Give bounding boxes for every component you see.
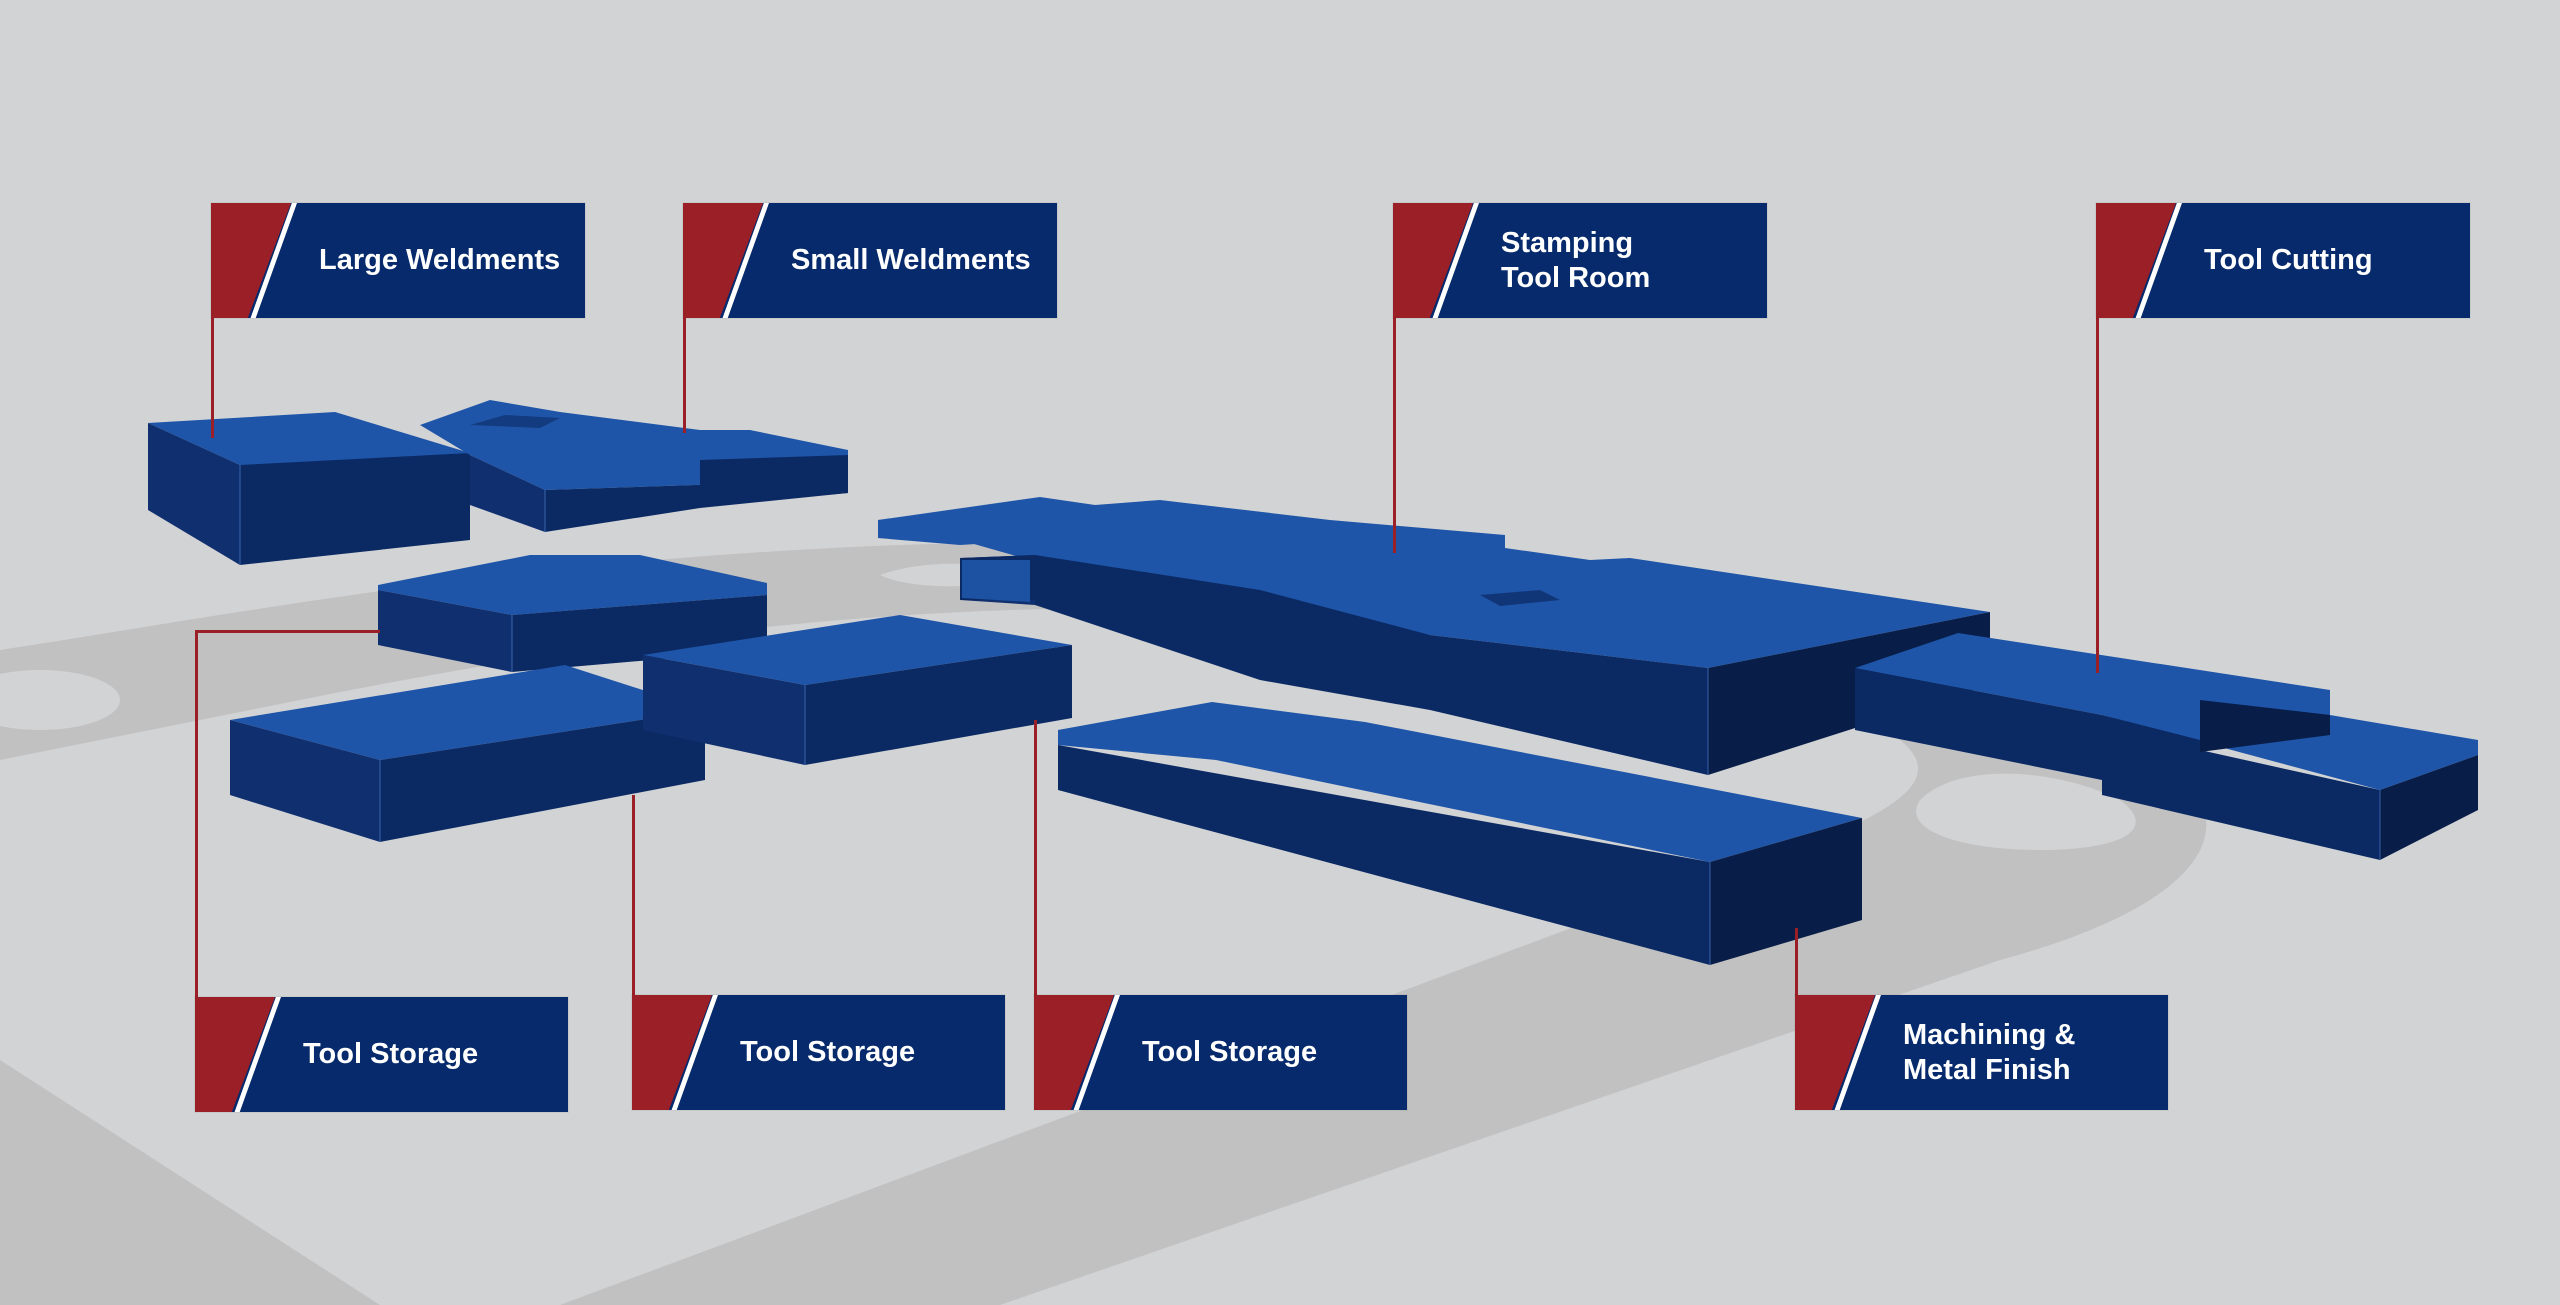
label-text: Tool Storage [303,1038,479,1070]
building-large-weldments [148,412,470,565]
building-front [1035,555,1430,710]
flag-accent [195,997,275,1112]
building-step [2200,700,2330,752]
leader-small-weldments [683,318,686,433]
flag-accent [632,995,712,1110]
building-annex [878,515,1040,545]
building-stamping-complex [878,497,1990,775]
flag-accent [1393,203,1473,318]
building-tool-storage-3 [643,615,1072,765]
building-front [805,645,1072,765]
building-side [230,720,380,842]
label-text: Small Weldments [791,244,1031,276]
building-small-weldments [420,400,848,532]
building-side [378,590,512,672]
building-tool-storage-2 [230,665,705,842]
label-tool-storage-3: Tool Storage [1034,995,1407,1110]
building-front-mid [1430,635,1708,775]
leader-tool-storage-1 [195,630,198,998]
building-small-block [962,560,1030,602]
building-front [240,453,470,565]
label-stamping-tool-room: Stamping Tool Room [1393,203,1767,318]
label-machining-metal-finish: Machining & Metal Finish [1795,995,2168,1110]
leader-machining [1795,928,1798,998]
label-text: Tool Cutting [2204,244,2373,276]
building-top [148,412,470,470]
label-text: Tool Storage [740,1036,916,1068]
building-top [878,497,1990,668]
building-side [470,455,545,532]
label-tool-storage-1: Tool Storage [195,997,568,1112]
building-front [380,710,705,842]
label-tool-storage-2: Tool Storage [632,995,1005,1110]
building-side [643,655,805,765]
building-front [1855,668,2102,780]
building-front [545,460,848,532]
label-text: Tool Storage [1142,1036,1318,1068]
building-tool-cutting [1855,633,2478,860]
leader-tool-storage-3 [1034,720,1037,998]
building-top [1855,633,2478,790]
building-front-2 [2102,715,2380,860]
leader-stamping [1393,318,1396,553]
label-text: Stamping Tool Room [1501,226,1651,294]
leader-tool-cutting [2096,318,2099,673]
flag-accent [211,203,291,318]
label-small-weldments: Small Weldments [683,203,1057,318]
building-front-2 [700,455,848,508]
flag-accent [1034,995,1114,1110]
flag-accent [2096,203,2176,318]
building-side [148,423,240,565]
building-side [1710,818,1862,965]
flag-accent [1795,995,1875,1110]
building-top [643,615,1072,685]
building-top [1058,702,1862,862]
label-text: Large Weldments [319,244,561,276]
edge-highlights [239,465,2381,965]
label-text: Machining & Metal Finish [1903,1018,2076,1086]
building-side [2380,755,2478,860]
building-front [1058,745,1710,965]
leader-tool-storage-1-h [195,630,380,633]
flag-accent [683,203,763,318]
building-top [378,555,767,615]
label-tool-cutting: Tool Cutting [2096,203,2470,318]
leader-large-weldments [211,318,214,438]
building-top [230,665,705,760]
leader-tool-storage-2 [632,795,635,998]
label-large-weldments: Large Weldments [211,203,585,318]
building-machining [1058,702,1862,965]
